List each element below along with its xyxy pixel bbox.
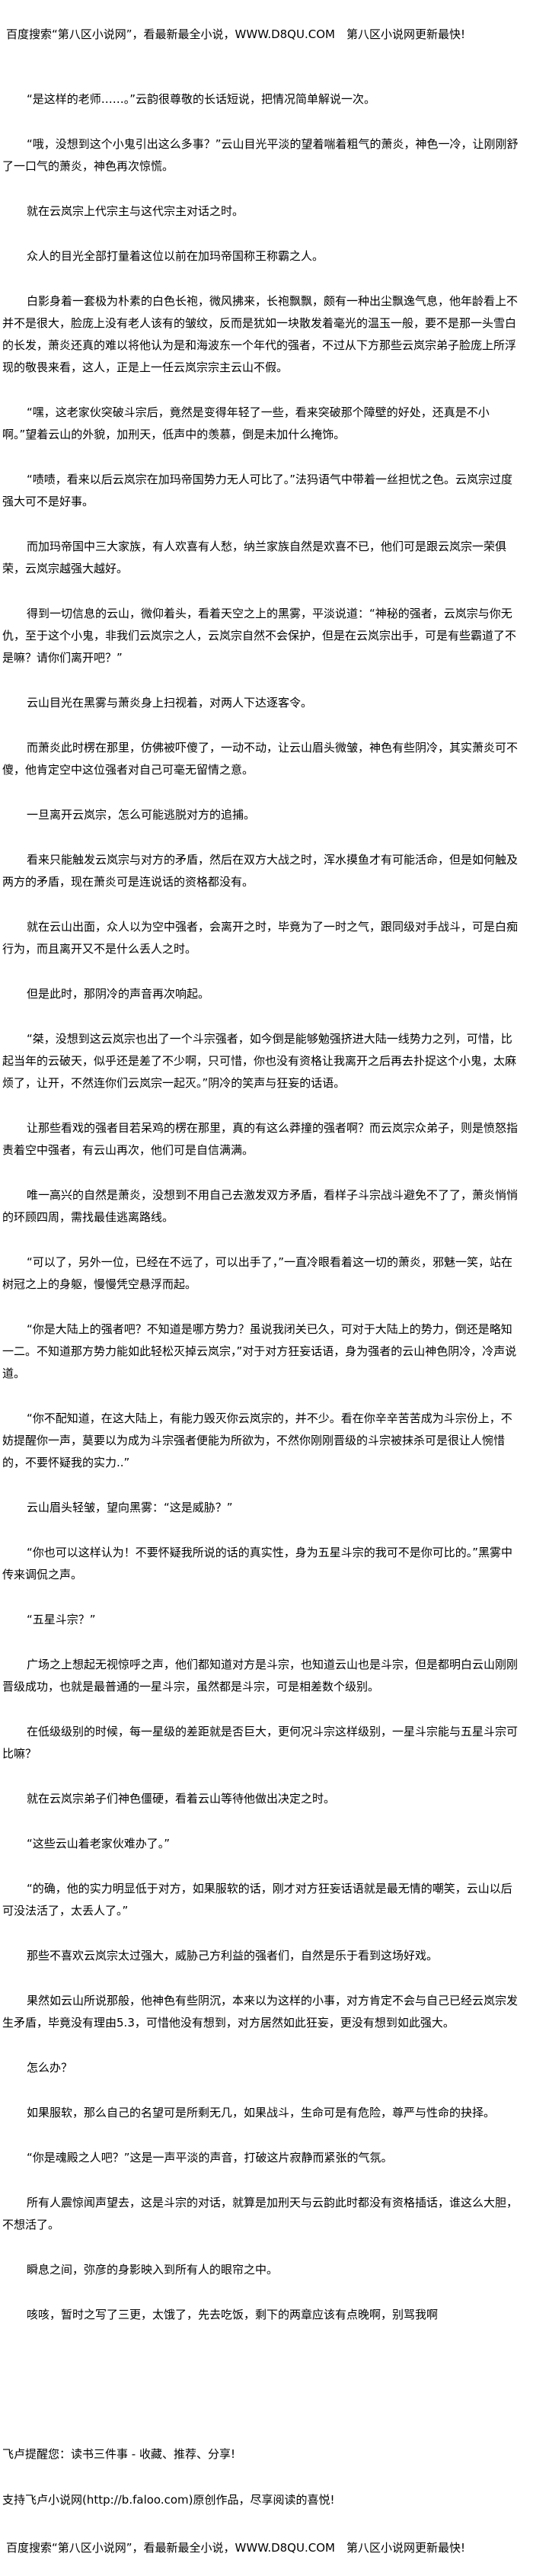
- site-banner-bottom: 百度搜索“第八区小说网”，看最新最全小说，WWW.D8QU.COM 第八区小说网…: [6, 2541, 465, 2555]
- paragraph: 咳咳，暂时之写了三更，太饿了，先去吃饭，剩下的两章应该有点晚啊，别骂我啊: [27, 2308, 439, 2321]
- paragraph: 众人的目光全部打量着这位以前在加玛帝国称王称霸之人。: [27, 249, 324, 263]
- paragraph: 广场之上想起无视惊呼之声，他们都知道对方是斗宗，也知道云山也是斗宗，但是都明白云…: [2, 1658, 519, 1693]
- paragraph: 唯一高兴的自然是萧炎，没想到不用自己去激发双方矛盾，看样子斗宗战斗避免不了了，萧…: [2, 1188, 519, 1224]
- paragraph: 那些不喜欢云岚宗太过强大，威胁己方利益的强者们，自然是乐于看到这场好戏。: [27, 1949, 439, 1962]
- paragraph: “你也可以这样认为！不要怀疑我所说的话的真实性，身为五星斗宗的我可不是你可比的。…: [2, 1546, 513, 1581]
- paragraph: 云山目光在黑雾与萧炎身上扫视着，对两人下达逐客令。: [27, 696, 313, 710]
- footer-support-link[interactable]: 支持飞卢小说网(http://b.faloo.com)原创作品，尽享阅读的喜悦!: [2, 2493, 335, 2507]
- paragraph: 白影身着一套极为朴素的白色长袍，微风拂来，长袍飘飘，颇有一种出尘飘逸气息，他年龄…: [2, 294, 519, 374]
- paragraph: 就在云岚宗上代宗主与这代宗主对话之时。: [27, 204, 244, 218]
- paragraph: “可以了，另外一位，已经在不远了，可以出手了，”一直冷眼看着这一切的萧炎，邪魅一…: [2, 1255, 513, 1291]
- paragraph: 看来只能触发云岚宗与对方的矛盾，然后在双方大战之时，浑水摸鱼才有可能活命，但是如…: [2, 853, 519, 889]
- paragraph: “桀，没想到这云岚宗也出了一个斗宗强者，如今倒是能够勉强挤进大陆一线势力之列，可…: [2, 1032, 517, 1090]
- paragraph: 如果服软，那么自己的名望可是所剩无几，如果战斗，生命可是有危险，尊严与性命的抉择…: [27, 2106, 496, 2119]
- paragraph: 让那些看戏的强者目若呆鸡的楞在那里，真的有这么莽撞的强者啊？而云岚宗众弟子，则是…: [2, 1121, 519, 1157]
- paragraph: 就在云岚宗弟子们神色僵硬，看着云山等待他做出决定之时。: [27, 1792, 336, 1805]
- paragraph: “的确，他的实力明显低于对方，如果服软的话，刚才对方狂妄话语就是最无情的嘲笑，云…: [2, 1882, 512, 1918]
- paragraph: 就在云山出面，众人以为空中强者，会离开之时，毕竟为了一时之气，跟同级对手战斗，可…: [2, 920, 519, 956]
- site-banner-top: 百度搜索“第八区小说网”，看最新最全小说，WWW.D8QU.COM 第八区小说网…: [6, 27, 465, 41]
- paragraph: 得到一切信息的云山，微仰着头，看着天空之上的黑雾，平淡说道：“神秘的强者，云岚宗…: [2, 607, 517, 665]
- paragraph: “嘿，这老家伙突破斗宗后，竟然是变得年轻了一些，看来突破那个障壁的好处，还真是不…: [2, 405, 490, 441]
- paragraph: “哦，没想到这个小鬼引出这么多事？”云山目光平淡的望着喘着粗气的萧炎，神色一冷，…: [2, 137, 519, 173]
- paragraph: “这些云山着老家伙难办了。”: [27, 1837, 171, 1850]
- paragraph: 瞬息之间，弥彦的身影映入到所有人的眼帘之中。: [27, 2263, 279, 2276]
- paragraph: “是这样的老师……。”云韵很尊敬的长话短说，把情况简单解说一次。: [27, 92, 376, 106]
- paragraph: 而萧炎此时楞在那里，仿佛被吓傻了，一动不动，让云山眉头微皱，神色有些阴冷，其实萧…: [2, 741, 519, 777]
- paragraph: 在低级级别的时候，每一星级的差距就是否巨大，更何况斗宗这样级别，一星斗宗能与五星…: [2, 1725, 519, 1761]
- paragraph: “你是魂殿之人吧？”这是一声平淡的声音，打破这片寂静而紧张的气氛。: [27, 2151, 393, 2164]
- paragraph: 怎么办？: [27, 2061, 73, 2075]
- paragraph: “你不配知道，在这大陆上，有能力毁灭你云岚宗的，并不少。看在你辛辛苦苦成为斗宗份…: [2, 1411, 512, 1469]
- chapter-content: “是这样的老师……。”云韵很尊敬的长话短说，把情况简单解说一次。 “哦，没想到这个…: [2, 88, 520, 2349]
- paragraph: 果然如云山所说那般，他神色有些阴沉，本来以为这样的小事，对方肯定不会与自己已经云…: [2, 1994, 519, 2030]
- paragraph: 云山眉头轻皱，望向黑雾：“这是威胁？”: [27, 1501, 233, 1514]
- paragraph: 而加玛帝国中三大家族，有人欢喜有人愁，纳兰家族自然是欢喜不已，他们可是跟云岚宗一…: [2, 540, 507, 575]
- paragraph: 但是此时，那阴冷的声音再次响起。: [27, 987, 210, 1001]
- paragraph: 所有人震惊闻声望去，这是斗宗的对话，就算是加刑天与云韵此时都没有资格插话，谁这么…: [2, 2196, 519, 2232]
- paragraph: “啧啧，看来以后云岚宗在加玛帝国势力无人可比了。”法犸语气中带着一丝担忧之色。云…: [2, 473, 513, 508]
- paragraph: 一旦离开云岚宗，怎么可能逃脱对方的追捕。: [27, 808, 256, 822]
- paragraph: “五星斗宗？”: [27, 1613, 96, 1626]
- paragraph: “你是大陆上的强者吧？不知道是哪方势力？虽说我闭关已久，可对于大陆上的势力，倒还…: [2, 1322, 517, 1380]
- footer-reminder: 飞卢提醒您：读书三件事 - 收藏、推荐、分享!: [2, 2447, 235, 2461]
